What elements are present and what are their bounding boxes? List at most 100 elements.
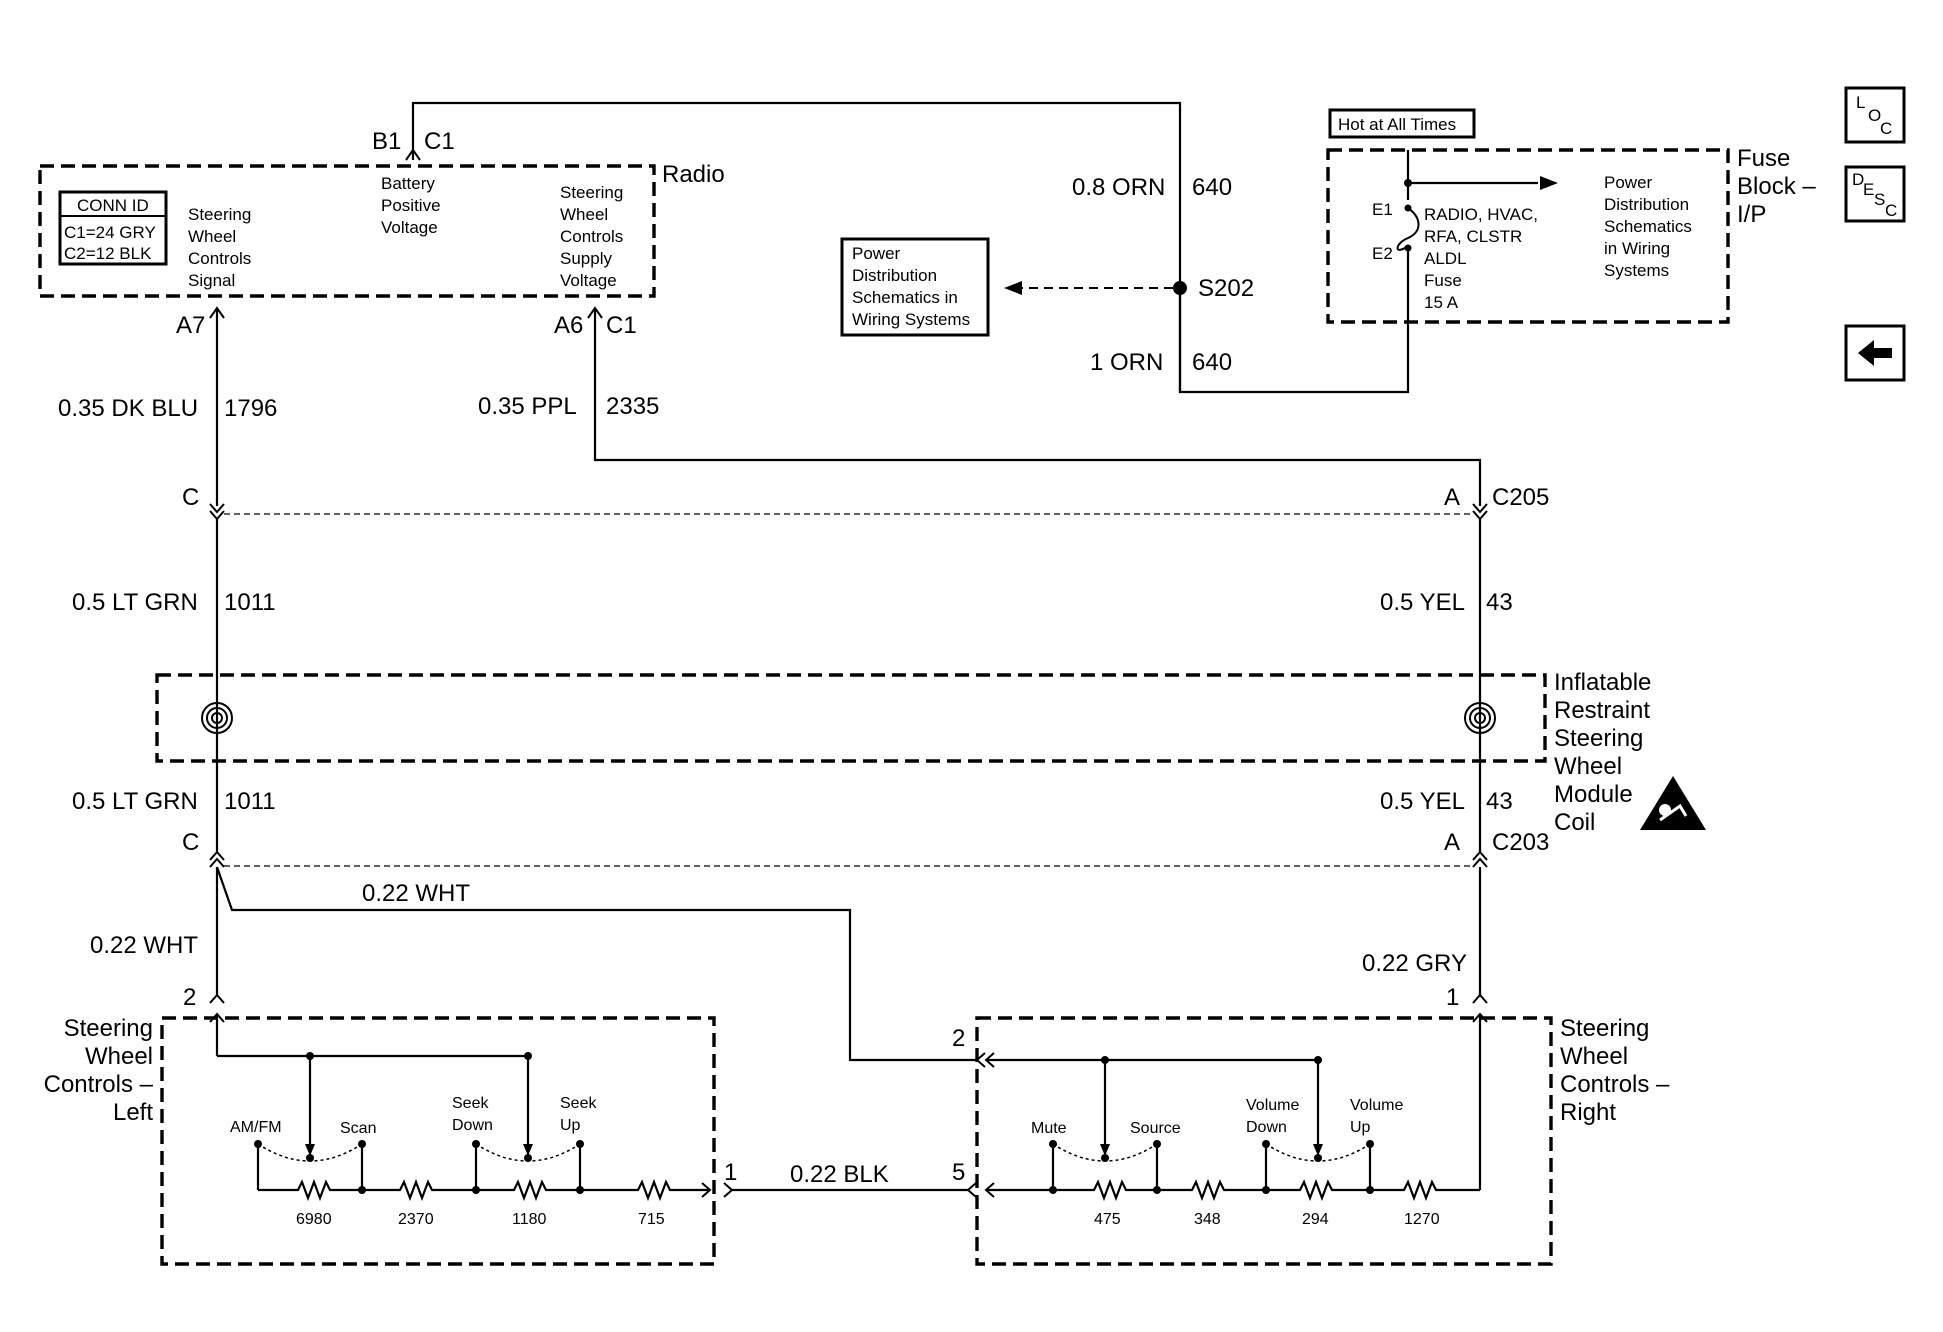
svg-text:Distribution: Distribution <box>1604 195 1689 214</box>
power-dist-ref-text: Power Distribution Schematics in Wiring … <box>852 244 970 329</box>
svg-text:in Wiring: in Wiring <box>1604 239 1670 258</box>
svg-text:D: D <box>1852 170 1864 189</box>
wire-gry-label: 0.22 GRY <box>1362 950 1467 977</box>
fuse-block-box <box>1326 148 1730 324</box>
wire-640-orn-08 <box>411 101 1182 392</box>
right-pin-5: 5 <box>952 1159 965 1186</box>
wire-640b-gauge: 1 ORN <box>1090 349 1163 376</box>
c203-pin-c: C <box>182 829 199 856</box>
c205-pin-a-symbol <box>1472 503 1488 521</box>
fuse-e2: E2 <box>1372 244 1393 263</box>
svg-text:Steering: Steering <box>64 1015 153 1042</box>
svg-text:Volume: Volume <box>1246 1097 1299 1114</box>
left-r2: 2370 <box>398 1211 434 1228</box>
coil-left-symbol <box>201 702 233 734</box>
conn-id-c1: C1=24 GRY <box>64 223 156 242</box>
svg-text:Block –: Block – <box>1737 173 1816 200</box>
svg-text:Right: Right <box>1560 1099 1616 1126</box>
wire-640a-gauge: 0.8 ORN <box>1072 174 1165 201</box>
fuse-description: RADIO, HVAC, RFA, CLSTR ALDL Fuse 15 A <box>1424 205 1538 312</box>
power-dist-ref-box[interactable] <box>840 237 990 337</box>
arrow-to-power-dist-ref <box>1540 176 1558 190</box>
desc-icon[interactable] <box>1844 165 1906 223</box>
svg-text:Coil: Coil <box>1554 809 1595 836</box>
left-controls-title: Steering Wheel Controls – Left <box>44 1015 154 1126</box>
wire-blk-label: 0.22 BLK <box>790 1161 889 1188</box>
svg-text:Up: Up <box>1350 1119 1371 1136</box>
svg-text:Steering: Steering <box>1554 725 1643 752</box>
svg-text:ALDL: ALDL <box>1424 249 1467 268</box>
svg-text:15 A: 15 A <box>1424 293 1459 312</box>
pin-b1-conn: C1 <box>424 128 455 155</box>
hot-at-all-times-box <box>1328 108 1476 139</box>
svg-text:Voltage: Voltage <box>560 271 617 290</box>
svg-text:Down: Down <box>1246 1119 1287 1136</box>
svg-text:Wiring Systems: Wiring Systems <box>852 310 970 329</box>
svg-text:RADIO, HVAC,: RADIO, HVAC, <box>1424 205 1538 224</box>
radio-battery-label: Battery Positive Voltage <box>381 174 441 237</box>
fuse-power-dist-ref: Power Distribution Schematics in Wiring … <box>1604 173 1692 280</box>
connector-b1-terminal <box>405 148 421 161</box>
wire-640-orn-1 <box>1178 288 1410 394</box>
switch-amfm-label: AM/FM <box>230 1119 282 1136</box>
svg-text:Schematics in: Schematics in <box>852 288 958 307</box>
left-r3: 1180 <box>512 1211 547 1228</box>
coil-title: Inflatable Restraint Steering Wheel Modu… <box>1554 669 1651 836</box>
svg-text:Battery: Battery <box>381 174 435 193</box>
svg-text:Left: Left <box>113 1099 153 1126</box>
c205-label: C205 <box>1492 484 1549 511</box>
wire-2335-gauge: 0.35 PPL <box>478 393 577 420</box>
loc-button[interactable]: L O C <box>1844 86 1906 144</box>
switch-source-label: Source <box>1130 1120 1181 1137</box>
wire-640b-circuit: 640 <box>1192 349 1232 376</box>
c203-pin-c-symbol <box>209 850 225 868</box>
c203-pin-a: A <box>1444 829 1460 856</box>
svg-text:C: C <box>1880 119 1892 138</box>
right-r2: 348 <box>1194 1211 1221 1228</box>
pin-a6: A6 <box>554 312 583 339</box>
radio-supply-label: Steering Wheel Controls Supply Voltage <box>560 183 623 290</box>
hot-at-all-times-label: Hot at All Times <box>1338 115 1456 134</box>
wire-wht-top-label: 0.22 WHT <box>362 880 470 907</box>
wire-1011b-circuit: 1011 <box>224 788 276 815</box>
switch-mute-label: Mute <box>1031 1120 1067 1137</box>
svg-text:RFA, CLSTR: RFA, CLSTR <box>1424 227 1522 246</box>
svg-text:Down: Down <box>452 1117 493 1134</box>
svg-text:C: C <box>1885 201 1897 220</box>
left-controls-box <box>160 1016 716 1266</box>
c205-pin-c-symbol <box>209 503 225 521</box>
svg-text:Power: Power <box>852 244 901 263</box>
svg-text:Systems: Systems <box>1604 261 1669 280</box>
svg-text:Distribution: Distribution <box>852 266 937 285</box>
right-resistor-ladder <box>986 1178 1480 1202</box>
svg-text:Power: Power <box>1604 173 1653 192</box>
wire-2335 <box>593 308 1482 506</box>
desc-button[interactable]: D E S C <box>1844 165 1906 223</box>
left-pin-1-terminal <box>701 1182 712 1198</box>
svg-text:Controls: Controls <box>560 227 623 246</box>
loc-icon[interactable] <box>1844 86 1906 144</box>
svg-text:Wheel: Wheel <box>1554 753 1622 780</box>
svg-text:Fuse: Fuse <box>1737 145 1790 172</box>
svg-text:Seek: Seek <box>560 1095 597 1112</box>
right-r3: 294 <box>1302 1211 1329 1228</box>
c203-pin-a-symbol <box>1472 850 1488 868</box>
right-r4: 1270 <box>1404 1211 1440 1228</box>
svg-text:Supply: Supply <box>560 249 612 268</box>
svg-text:Controls: Controls <box>188 249 251 268</box>
c203-label: C203 <box>1492 829 1549 856</box>
c205-pin-a: A <box>1444 484 1460 511</box>
wire-2335-circuit: 2335 <box>606 393 659 420</box>
switch-volup-label: Volume Up <box>1350 1097 1403 1136</box>
svg-text:Schematics: Schematics <box>1604 217 1692 236</box>
back-button[interactable] <box>1844 324 1906 382</box>
svg-text:L: L <box>1856 93 1865 112</box>
svg-text:Volume: Volume <box>1350 1097 1403 1114</box>
left-r4: 715 <box>638 1211 665 1228</box>
radio-title: Radio <box>662 161 725 188</box>
left-r1: 6980 <box>296 1211 332 1228</box>
svg-text:Wheel: Wheel <box>1560 1043 1628 1070</box>
wire-43b-gauge: 0.5 YEL <box>1380 788 1465 815</box>
